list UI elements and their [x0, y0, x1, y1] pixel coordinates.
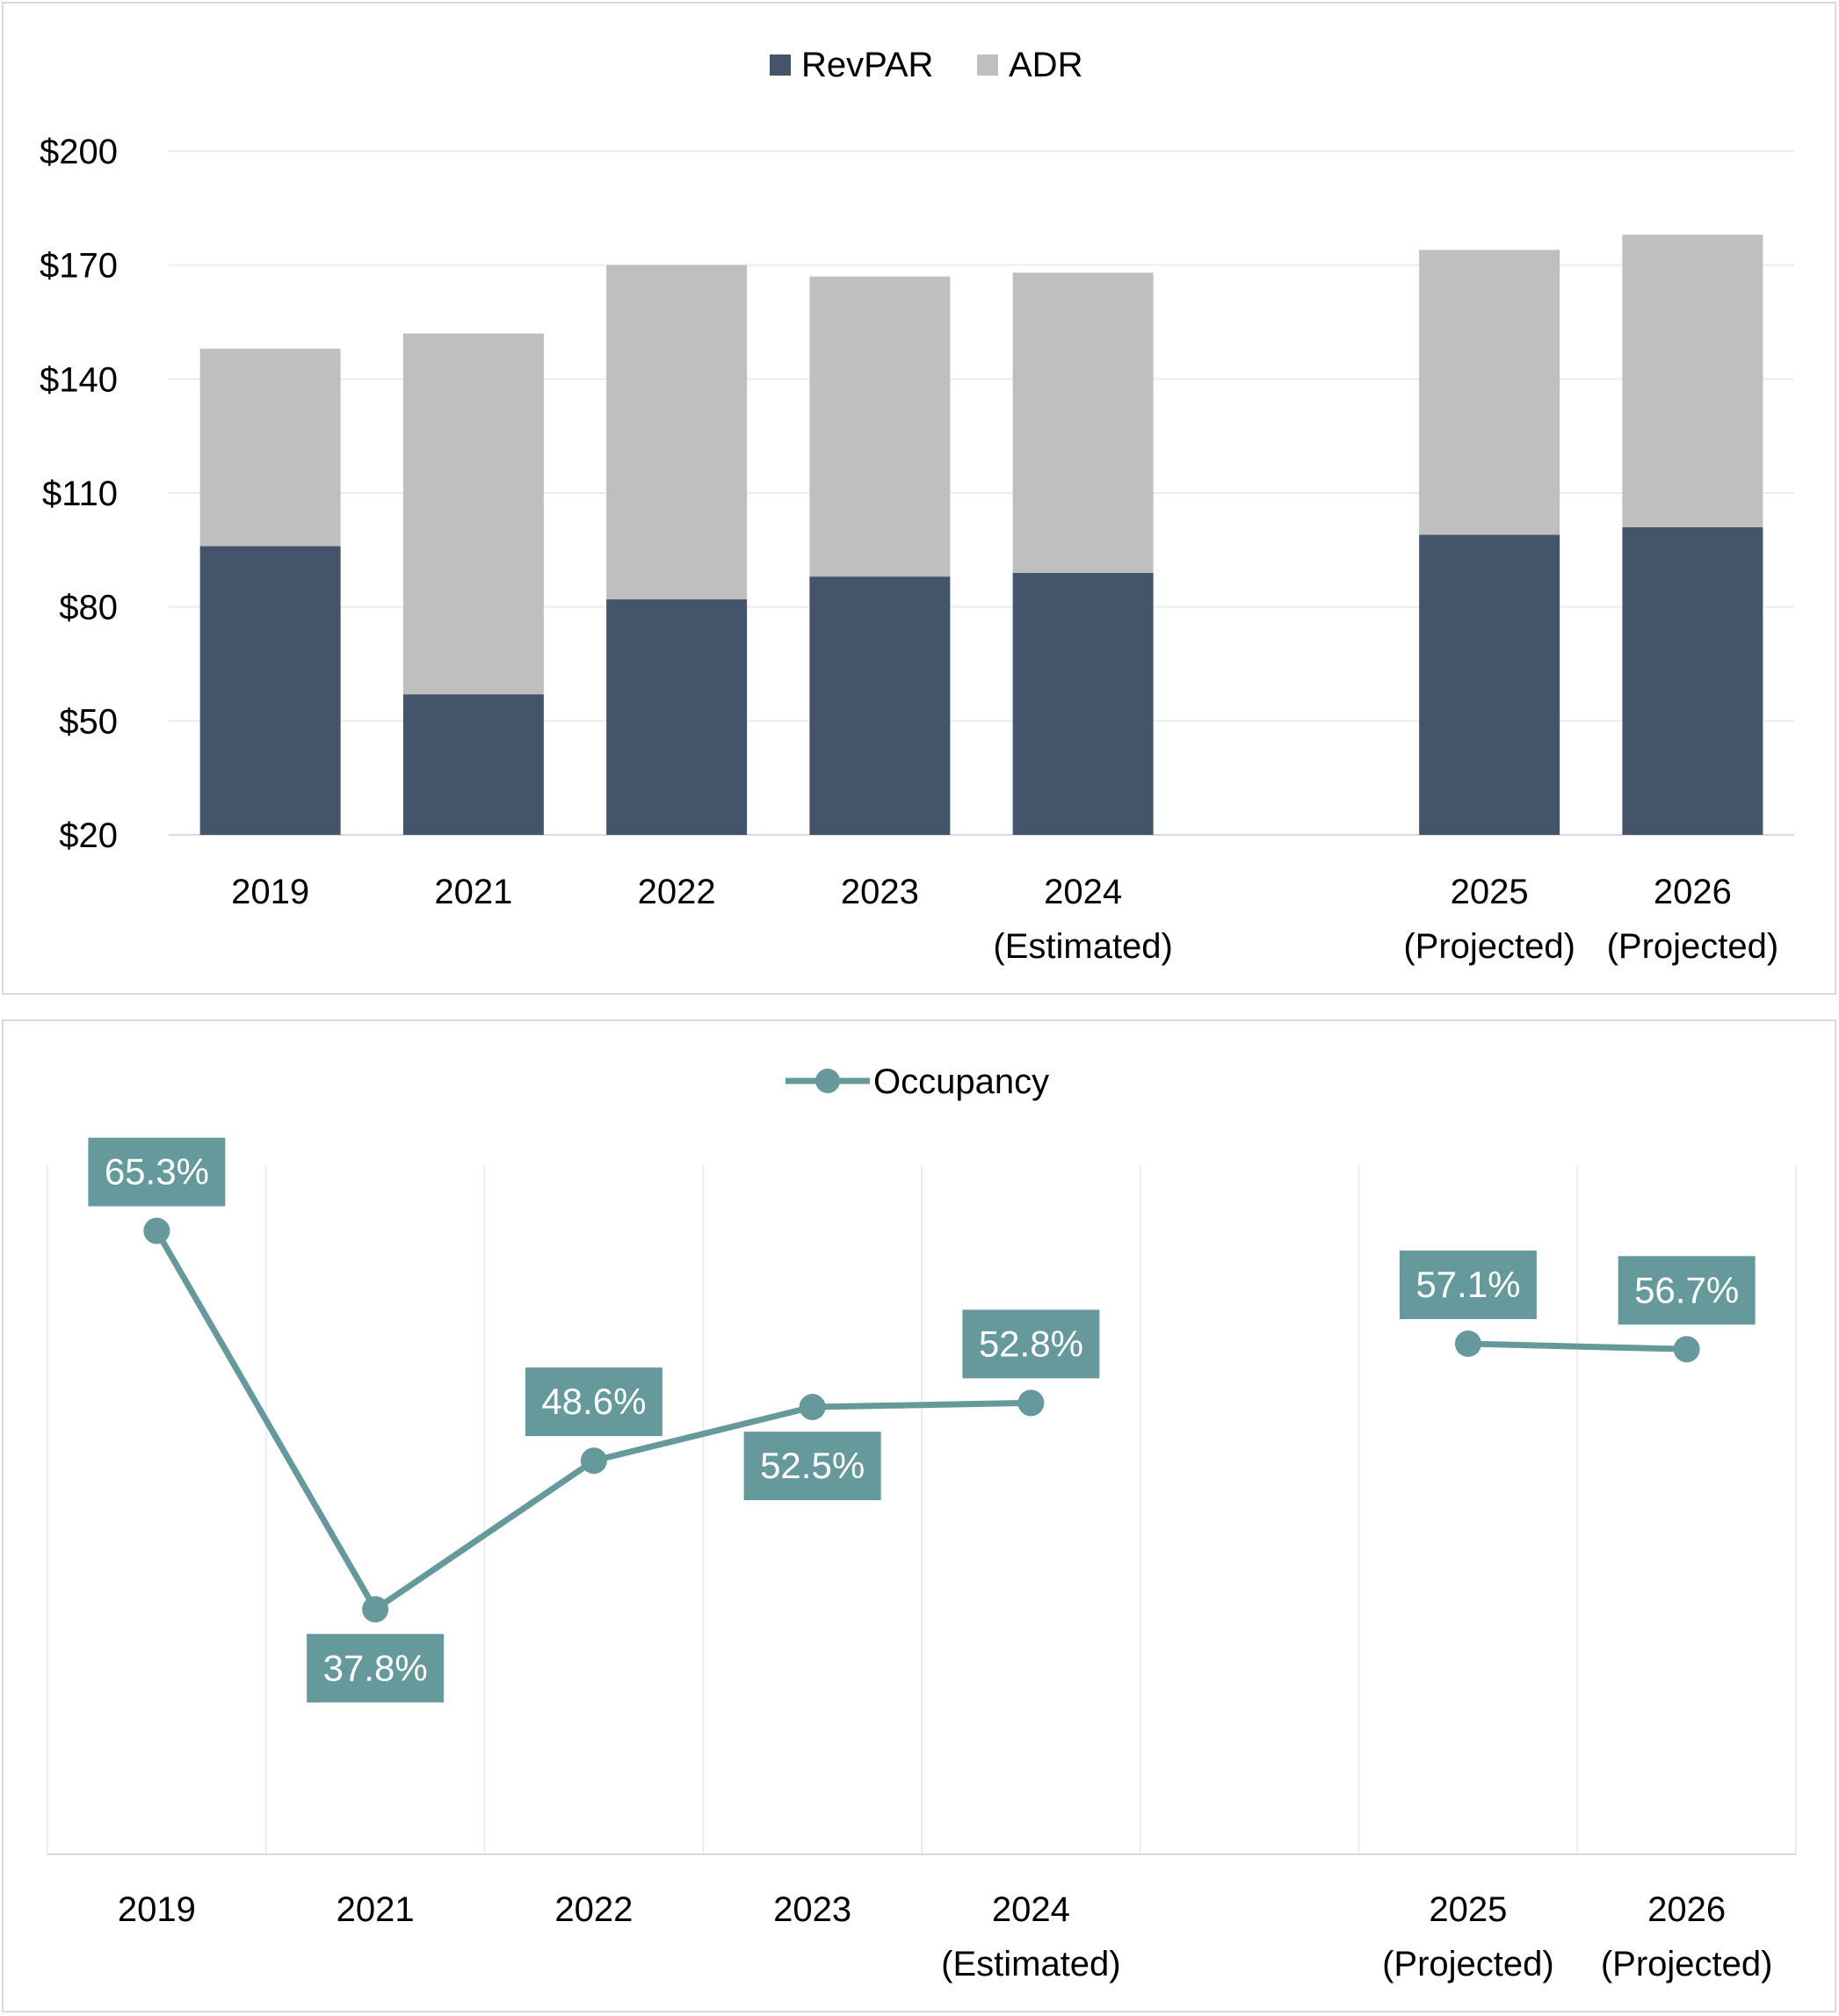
y-tick-label: $80 [59, 589, 118, 627]
y-tick-label: $170 [40, 247, 118, 286]
adr-bar [1622, 235, 1763, 527]
x-tick-label: 2024 [992, 1890, 1070, 1929]
x-tick-label: 2021 [337, 1890, 415, 1929]
x-tick-sublabel: (Estimated) [941, 1945, 1121, 1983]
occupancy-point [580, 1447, 607, 1475]
revpar-bar [1419, 534, 1560, 835]
occupancy-point [1017, 1389, 1045, 1417]
x-tick-label: 2025 [1429, 1890, 1507, 1929]
occupancy-point [1454, 1331, 1481, 1358]
occupancy-chart-panel: 65.3% 37.8% 48.6% 52.5% 52.8% 57.1% 56.7% 2019 2… [2, 1019, 1836, 2012]
y-tick-label: $140 [40, 360, 118, 399]
data-label: 56.7% [1634, 1269, 1739, 1310]
revpar-bar [606, 599, 748, 835]
revpar-adr-chart-panel: $20 $50 $80 $110 $140 $170 $200 2019 2021 2022 202… [2, 2, 1836, 995]
revpar-bar [199, 546, 341, 835]
data-label-box [1399, 1251, 1537, 1320]
y-tick-label: $20 [59, 816, 118, 855]
adr-bar [1012, 272, 1154, 573]
adr-bar [809, 276, 951, 577]
x-tick-label: 2026 [1647, 1890, 1726, 1929]
x-tick-label: 2026 [1654, 873, 1732, 911]
adr-bar [199, 348, 341, 547]
legend-label-occupancy: Occupancy [873, 1062, 1049, 1101]
occupancy-point [143, 1217, 170, 1244]
x-tick-label: 2021 [434, 873, 512, 911]
adr-bar [606, 265, 748, 600]
legend-label-revpar: RevPAR [801, 46, 933, 84]
y-tick-label: $110 [42, 475, 118, 513]
x-tick-sublabel: (Projected) [1403, 927, 1575, 966]
data-label: 37.8% [323, 1647, 428, 1688]
adr-bar [402, 333, 544, 695]
occupancy-point [1673, 1336, 1700, 1363]
x-tick-label: 2019 [118, 1890, 196, 1929]
data-label: 52.8% [979, 1323, 1083, 1364]
occupancy-chart: 65.3% 37.8% 48.6% 52.5% 52.8% 57.1% 56.7% 2019 2… [47, 1062, 1797, 1983]
data-label: 57.1% [1415, 1264, 1520, 1305]
x-tick-label: 2019 [231, 873, 309, 911]
data-label: 48.6% [541, 1381, 646, 1422]
data-label-box [88, 1137, 226, 1207]
x-tick-sublabel: (Projected) [1607, 927, 1779, 966]
data-label-box [525, 1367, 662, 1437]
data-label: 65.3% [105, 1151, 209, 1193]
data-label-box [307, 1634, 445, 1703]
x-tick-sublabel: (Estimated) [993, 927, 1173, 966]
x-tick-label: 2025 [1451, 873, 1529, 911]
y-tick-label: $50 [59, 702, 118, 741]
x-tick-label: 2023 [773, 1890, 851, 1929]
legend-label-adr: ADR [1009, 46, 1082, 84]
adr-bar [1419, 250, 1560, 535]
revpar-bar [402, 694, 544, 835]
revpar-bar [809, 577, 951, 835]
x-tick-label: 2024 [1044, 873, 1122, 911]
legend-swatch-adr [977, 54, 998, 76]
data-label-box [962, 1309, 1100, 1379]
legend-swatch-revpar [770, 54, 791, 76]
revpar-bar [1012, 572, 1154, 835]
x-tick-label: 2023 [841, 873, 919, 911]
occupancy-point [799, 1394, 826, 1421]
revpar-bar [1622, 526, 1763, 835]
data-label-box [1618, 1256, 1756, 1325]
x-tick-label: 2022 [638, 873, 716, 911]
data-label-box [743, 1432, 881, 1501]
occupancy-point [362, 1596, 389, 1623]
legend-marker-occupancy [815, 1069, 840, 1093]
x-tick-sublabel: (Projected) [1601, 1945, 1773, 1983]
x-tick-label: 2022 [554, 1890, 633, 1929]
revpar-adr-chart: $20 $50 $80 $110 $140 $170 $200 2019 2021 2022 202… [40, 46, 1794, 966]
occupancy-line [1467, 1340, 1687, 1352]
data-label: 52.5% [760, 1445, 865, 1486]
y-tick-label: $200 [40, 133, 118, 171]
x-tick-sublabel: (Projected) [1382, 1945, 1554, 1983]
